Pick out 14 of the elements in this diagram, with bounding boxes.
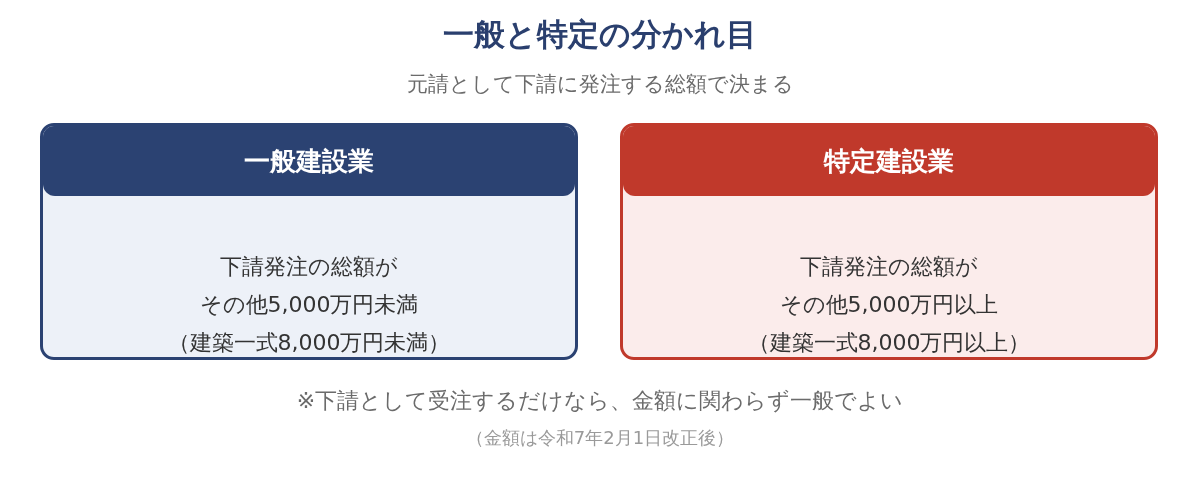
date-note: （金額は令和7年2月1日改正後） [465, 426, 735, 450]
condition-text: 下請発注の総額が [220, 253, 398, 281]
subtitle: 元請として下請に発注する総額で決まる [406, 71, 794, 98]
card-heading: 一般建設業 [43, 126, 575, 196]
condition-text: 下請発注の総額が [800, 253, 978, 281]
category-card [40, 123, 578, 360]
category-card [620, 123, 1158, 360]
title: 一般と特定の分かれ目 [443, 15, 757, 54]
condition-text: その他5,000万円未満 [199, 291, 419, 319]
condition-text: （建築一式8,000万円未満） [167, 329, 451, 357]
condition-text: （建築一式8,000万円以上） [747, 329, 1031, 357]
condition-text: その他5,000万円以上 [779, 291, 999, 319]
note-text: ※下請として受注するだけなら、金額に関わらず一般でよい [296, 387, 904, 415]
card-heading: 特定建設業 [623, 126, 1155, 196]
